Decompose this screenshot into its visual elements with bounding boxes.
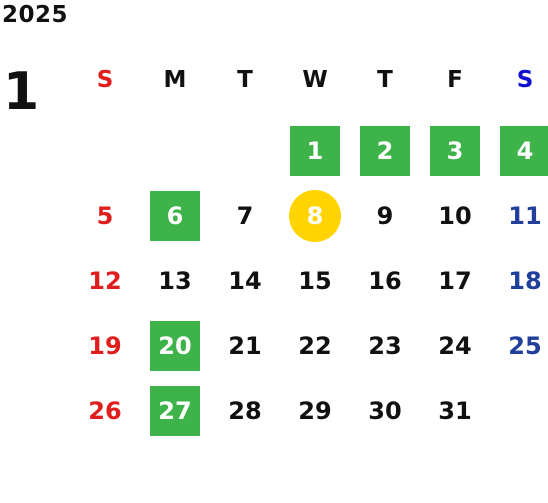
day-cell[interactable]: 2 [350,118,420,183]
day-number: 22 [298,331,332,360]
day-number: 23 [368,331,402,360]
day-cell[interactable]: 22 [280,313,350,378]
day-cell[interactable]: 20 [140,313,210,378]
empty-day-cell [70,118,140,183]
day-cell[interactable]: 24 [420,313,490,378]
day-cell[interactable]: 16 [350,248,420,313]
day-cell[interactable]: 11 [490,183,548,248]
day-cell[interactable]: 5 [70,183,140,248]
day-cell[interactable]: 31 [420,378,490,443]
day-number: 25 [508,331,542,360]
day-number: 16 [368,266,402,295]
weekday-header: T [377,67,393,93]
day-cell[interactable]: 7 [210,183,280,248]
today-day: 8 [289,189,341,242]
holiday-day: 1 [290,125,340,176]
day-number: 7 [236,201,254,230]
weekday-header: S [516,67,534,93]
weekday-header: W [302,67,328,93]
holiday-day: 3 [430,125,480,176]
weekday-header: T [237,67,253,93]
holiday-day: 20 [150,320,200,371]
day-cell[interactable]: 13 [140,248,210,313]
day-number: 14 [228,266,262,295]
day-cell[interactable]: 10 [420,183,490,248]
day-number: 24 [438,331,472,360]
day-number: 18 [508,266,542,295]
day-number: 10 [438,201,472,230]
day-number: 26 [88,396,122,425]
holiday-day: 6 [150,190,200,241]
day-cell[interactable]: 1 [280,118,350,183]
day-number: 13 [158,266,192,295]
day-cell[interactable]: 27 [140,378,210,443]
day-cell[interactable]: 29 [280,378,350,443]
holiday-day: 27 [150,385,200,436]
weekday-header: M [163,67,187,93]
day-cell[interactable]: 21 [210,313,280,378]
day-cell[interactable]: 12 [70,248,140,313]
day-cell[interactable]: 15 [280,248,350,313]
empty-day-cell [210,118,280,183]
day-number: 15 [298,266,332,295]
day-number: 11 [508,201,542,230]
year-label: 2025 [2,2,69,28]
holiday-day: 4 [500,125,548,176]
day-number: 17 [438,266,472,295]
day-cell[interactable]: 14 [210,248,280,313]
month-label: 1 [3,62,40,122]
day-number: 28 [228,396,262,425]
day-cell[interactable]: 6 [140,183,210,248]
day-number: 30 [368,396,402,425]
day-cell[interactable]: 28 [210,378,280,443]
weekday-header: S [96,67,114,93]
day-cell[interactable]: 18 [490,248,548,313]
day-cell[interactable]: 17 [420,248,490,313]
day-cell[interactable]: 3 [420,118,490,183]
empty-day-cell [490,378,548,443]
day-cell[interactable]: 19 [70,313,140,378]
empty-day-cell [140,118,210,183]
day-number: 5 [96,201,114,230]
day-cell[interactable]: 8 [280,183,350,248]
day-number: 9 [376,201,394,230]
day-number: 31 [438,396,472,425]
day-number: 19 [88,331,122,360]
day-cell[interactable]: 4 [490,118,548,183]
day-cell[interactable]: 9 [350,183,420,248]
day-cell[interactable]: 30 [350,378,420,443]
day-cell[interactable]: 26 [70,378,140,443]
day-number: 21 [228,331,262,360]
day-cell[interactable]: 23 [350,313,420,378]
day-number: 29 [298,396,332,425]
day-cell[interactable]: 25 [490,313,548,378]
holiday-day: 2 [360,125,410,176]
weekday-header: F [447,67,463,93]
day-number: 12 [88,266,122,295]
